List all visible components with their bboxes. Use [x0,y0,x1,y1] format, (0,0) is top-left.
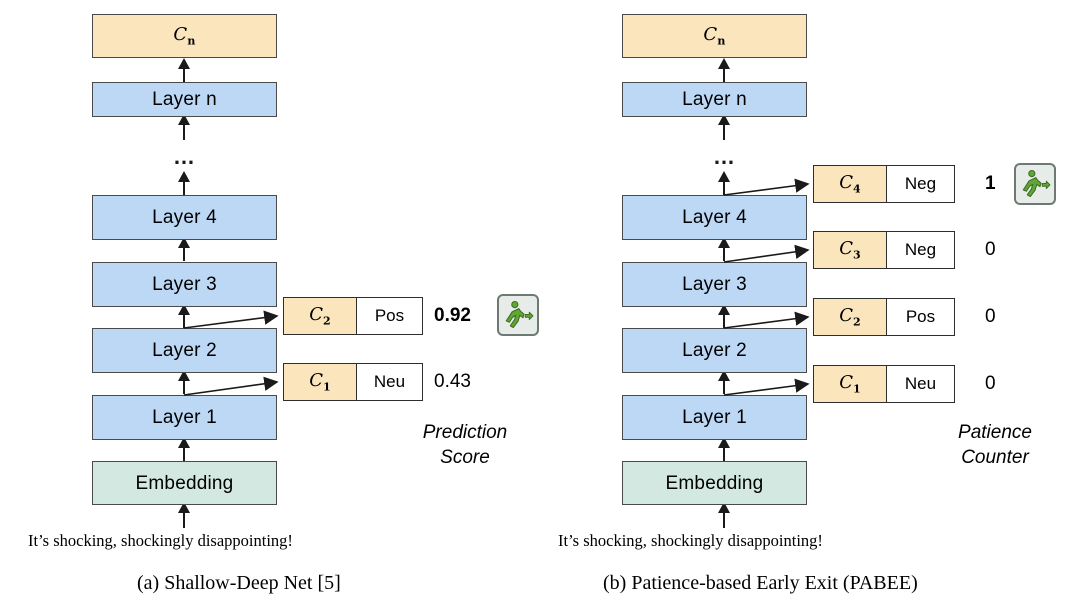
layer-box-2: Layer 2 [622,328,807,373]
arrow-head-layer4-to-ellipsis [177,171,190,182]
exit-classifier-label-c2: C2 [839,305,861,329]
ellipsis-vertical: … [713,144,737,169]
arrow-head-layer2-to-layer3 [177,304,190,315]
exit-prediction-cell-c1: Neu [356,364,422,400]
layer-label-2: Layer 2 [152,340,217,361]
exit-counter-c4: 1 [985,173,996,194]
exit-counter-c1: 0 [985,373,996,394]
exit-row-c2[interactable]: C2 Pos [283,297,423,335]
running-man-exit-icon [1014,163,1056,205]
running-man-exit-icon [497,294,539,336]
embedding-box: Embedding [92,461,277,505]
layer-box-4: Layer 4 [92,195,277,240]
arrow-head-input-to-embedding [177,502,190,513]
exit-classifier-label-c4: C4 [839,172,861,196]
layer-box-2: Layer 2 [92,328,277,373]
exit-row-c1[interactable]: C1 Neu [283,363,423,401]
exit-row-c4[interactable]: C4 Neg [813,165,955,203]
exit-row-c2[interactable]: C2 Pos [813,298,955,336]
panel-caption-b: (b) Patience-based Early Exit (PABEE) [603,572,918,594]
exit-classifier-cell-c4: C4 [814,166,887,202]
arrow-head-ellipsis-to-layern [177,114,190,125]
arrow-head-layer4-to-ellipsis [717,171,730,182]
layer-label-3: Layer 3 [152,274,217,295]
exit-prediction-cell-c4: Neg [886,166,954,202]
layer-box-n: Layer n [622,82,807,117]
exit-prediction-cell-c3: Neg [886,232,954,268]
layer-label-1: Layer 1 [682,407,747,428]
embedding-label: Embedding [135,472,234,494]
arrow-line-layer4-to-ellipsis [183,174,185,195]
arrow-head-embedding-to-layer1 [177,437,190,448]
arrow-head-ellipsis-to-layern [717,114,730,125]
panel-caption-a: (a) Shallow-Deep Net [5] [137,572,341,594]
arrow-head-embedding-to-layer1 [717,437,730,448]
final-classifier-box: Cn [622,14,807,58]
input-sentence: It’s shocking, shockingly disappointing! [28,531,293,550]
arrow-line-input-to-embedding [183,505,185,528]
exit-classifier-label-c2: C2 [309,304,331,328]
panel-shallow-deep-net: … Cn Layer n Layer 4 Layer 3 Layer 2 Lay… [28,14,539,594]
layer-label-2: Layer 2 [682,340,747,361]
final-classifier-label: Cn [703,23,726,48]
ellipsis-vertical: … [173,144,197,169]
layer-label-n: Layer n [152,89,217,110]
exit-classifier-cell-c2: C2 [284,298,357,334]
exit-classifier-label-c1: C1 [309,370,331,394]
arrow-line-embedding-to-layer1 [723,440,725,461]
exit-score-c2: 0.92 [434,305,471,326]
arrow-line-ellipsis-to-layern [723,117,725,140]
arrow-line-layer3-to-layer4 [183,240,185,261]
exit-classifier-cell-c1: C1 [284,364,357,400]
exit-classifier-label-c3: C3 [839,238,861,262]
exit-classifier-cell-c3: C3 [814,232,887,268]
layer-label-n: Layer n [682,89,747,110]
layer-box-1: Layer 1 [92,395,277,440]
arrow-line-layern-to-cn [183,61,185,82]
panel-pabee: … Cn Layer n Layer 4 Layer 3 Layer 2 Lay… [540,0,1080,606]
arrow-head-layer1-to-layer2 [177,370,190,381]
layer-label-1: Layer 1 [152,407,217,428]
exit-prediction-cell-c1: Neu [886,366,954,402]
running-man-exit-glyph [505,300,534,329]
layer-box-3: Layer 3 [622,262,807,307]
running-man-exit-glyph [1022,169,1051,198]
exit-counter-c3: 0 [985,239,996,260]
layer-label-4: Layer 4 [682,207,747,228]
exit-prediction-cell-c2: Pos [886,299,954,335]
exit-classifier-cell-c2: C2 [814,299,887,335]
final-classifier-label: Cn [173,23,196,48]
arrow-head-layer3-to-layer4 [717,237,730,248]
arrow-head-input-to-embedding [717,502,730,513]
patience-axis-label: Patience Counter [958,422,1032,468]
exit-prediction-cell-c2: Pos [356,298,422,334]
arrow-head-layern-to-cn [717,58,730,69]
layer-box-n: Layer n [92,82,277,117]
arrow-line-layern-to-cn [723,61,725,82]
layer-box-4: Layer 4 [622,195,807,240]
score-axis-label: Prediction Score [422,422,508,468]
exit-score-c1: 0.43 [434,371,471,392]
embedding-label: Embedding [665,472,764,494]
layer-label-3: Layer 3 [682,274,747,295]
arrow-line-input-to-embedding [723,505,725,528]
embedding-box: Embedding [622,461,807,505]
arrow-head-layer2-to-layer3 [717,304,730,315]
layer-box-1: Layer 1 [622,395,807,440]
input-sentence: It’s shocking, shockingly disappointing! [558,531,823,550]
arrow-head-layer1-to-layer2 [717,370,730,381]
exit-row-c1[interactable]: C1 Neu [813,365,955,403]
layer-box-3: Layer 3 [92,262,277,307]
exit-classifier-label-c1: C1 [839,372,861,396]
exit-counter-c2: 0 [985,306,996,327]
arrow-head-layern-to-cn [177,58,190,69]
exit-row-c3[interactable]: C3 Neg [813,231,955,269]
arrow-line-ellipsis-to-layern [183,117,185,140]
layer-label-4: Layer 4 [152,207,217,228]
arrow-head-layer3-to-layer4 [177,237,190,248]
final-classifier-box: Cn [92,14,277,58]
arrow-line-embedding-to-layer1 [183,440,185,461]
exit-classifier-cell-c1: C1 [814,366,887,402]
branch-arrows-b [723,178,810,396]
